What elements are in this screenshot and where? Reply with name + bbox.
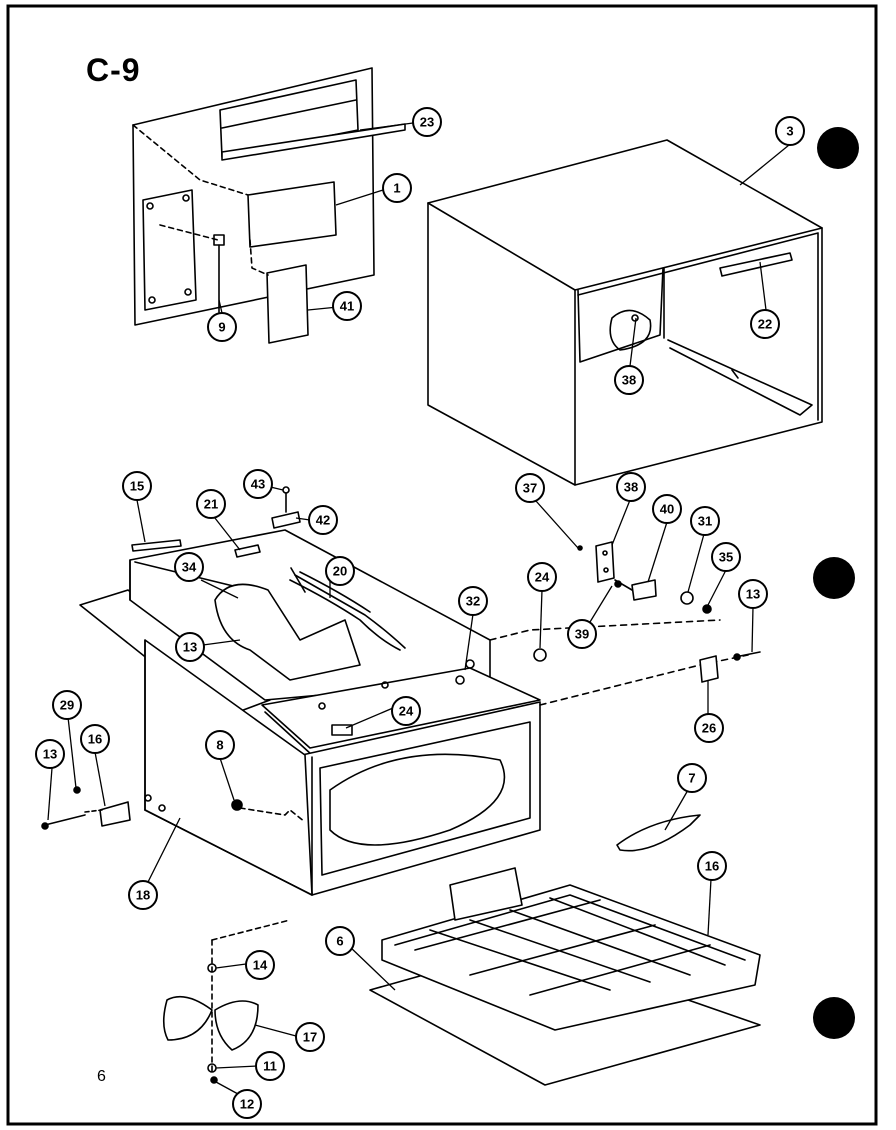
svg-text:16: 16 <box>705 859 719 874</box>
diagram-title: C-9 <box>86 52 141 88</box>
svg-text:3: 3 <box>786 124 793 139</box>
callout-7: 7 <box>677 763 707 793</box>
callout-43: 43 <box>243 469 273 499</box>
callout-37: 37 <box>515 473 545 503</box>
callout-8: 8 <box>205 730 235 760</box>
svg-text:8: 8 <box>216 738 223 753</box>
svg-text:13: 13 <box>43 747 57 762</box>
callout-38-top: 38 <box>614 365 644 395</box>
callout-18: 18 <box>128 880 158 910</box>
svg-text:20: 20 <box>333 564 347 579</box>
callout-40: 40 <box>652 494 682 524</box>
svg-text:21: 21 <box>204 497 218 512</box>
svg-text:38: 38 <box>624 480 638 495</box>
page-number: 6 <box>97 1068 106 1085</box>
svg-text:42: 42 <box>316 513 330 528</box>
callout-16-left: 16 <box>80 724 110 754</box>
svg-text:34: 34 <box>182 560 197 575</box>
svg-text:41: 41 <box>340 299 354 314</box>
svg-text:38: 38 <box>622 373 636 388</box>
callout-34: 34 <box>174 552 204 582</box>
fan-assembly <box>162 919 291 1084</box>
callout-14: 14 <box>245 950 275 980</box>
svg-text:15: 15 <box>130 479 144 494</box>
svg-text:13: 13 <box>746 587 760 602</box>
svg-text:12: 12 <box>240 1097 254 1112</box>
svg-text:39: 39 <box>575 627 589 642</box>
svg-text:13: 13 <box>183 640 197 655</box>
svg-text:24: 24 <box>535 570 550 585</box>
svg-text:26: 26 <box>702 721 716 736</box>
binding-hole-bottom <box>813 997 855 1039</box>
svg-text:22: 22 <box>758 317 772 332</box>
callout-26: 26 <box>694 713 724 743</box>
left-hardware <box>41 786 131 830</box>
svg-text:16: 16 <box>88 732 102 747</box>
chassis-assembly <box>79 486 749 896</box>
svg-text:32: 32 <box>466 594 480 609</box>
page-border <box>6 4 878 1126</box>
front-panel <box>132 67 406 344</box>
svg-text:7: 7 <box>688 771 695 786</box>
svg-text:11: 11 <box>263 1059 277 1074</box>
svg-text:18: 18 <box>136 888 150 903</box>
svg-text:23: 23 <box>420 115 434 130</box>
callout-24-center: 24 <box>391 696 421 726</box>
evaporator-part <box>616 814 701 852</box>
svg-text:40: 40 <box>660 502 674 517</box>
callout-16-right: 16 <box>697 851 727 881</box>
svg-text:6: 6 <box>336 934 343 949</box>
callout-20: 20 <box>325 556 355 586</box>
svg-text:43: 43 <box>251 477 265 492</box>
callout-23: 23 <box>412 107 442 137</box>
svg-text:37: 37 <box>523 481 537 496</box>
callout-41: 41 <box>332 291 362 321</box>
callout-31: 31 <box>690 506 720 536</box>
callout-9: 9 <box>207 312 237 342</box>
callout-12: 12 <box>232 1089 262 1119</box>
callout-13-left: 13 <box>35 739 65 769</box>
callout-32: 32 <box>458 586 488 616</box>
binding-hole-top <box>817 127 859 169</box>
callout-24-right: 24 <box>527 562 557 592</box>
callout-42: 42 <box>308 505 338 535</box>
svg-text:17: 17 <box>303 1030 317 1045</box>
callout-6: 6 <box>325 926 355 956</box>
callout-35: 35 <box>711 542 741 572</box>
svg-text:24: 24 <box>399 704 414 719</box>
callout-1: 1 <box>382 173 412 203</box>
callout-29: 29 <box>52 690 82 720</box>
callout-17: 17 <box>295 1022 325 1052</box>
callout-21: 21 <box>196 489 226 519</box>
callout-13-right: 13 <box>738 579 768 609</box>
right-hardware <box>577 541 761 683</box>
svg-text:29: 29 <box>60 698 74 713</box>
callout-13-mid: 13 <box>175 632 205 662</box>
svg-text:14: 14 <box>253 958 268 973</box>
outer-cabinet <box>427 139 823 486</box>
callout-3: 3 <box>775 116 805 146</box>
callout-15: 15 <box>122 471 152 501</box>
svg-text:1: 1 <box>393 181 400 196</box>
base-pan <box>369 867 761 1086</box>
svg-text:35: 35 <box>719 550 733 565</box>
binding-hole-middle <box>813 557 855 599</box>
svg-text:31: 31 <box>698 514 712 529</box>
callout-22: 22 <box>750 309 780 339</box>
callout-11: 11 <box>255 1051 285 1081</box>
callout-38-mid: 38 <box>616 472 646 502</box>
svg-text:9: 9 <box>218 320 225 335</box>
leader-lines <box>47 122 790 1095</box>
callout-39: 39 <box>567 619 597 649</box>
